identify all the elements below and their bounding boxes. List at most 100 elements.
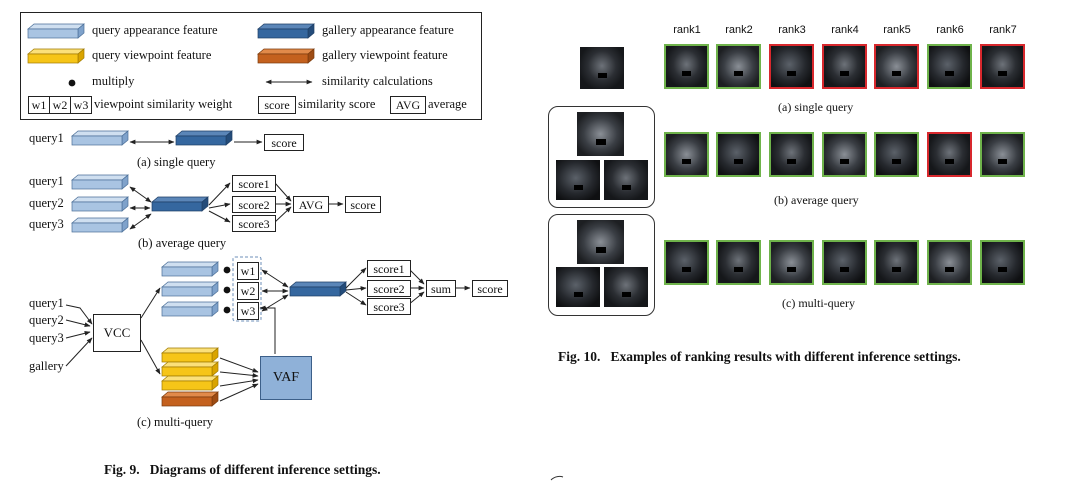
- rank-5-image-c: [874, 240, 919, 285]
- legend-similarity-label: similarity calculations: [322, 74, 433, 88]
- legend-w1-box: w1: [28, 96, 50, 114]
- license-plate-mask: [682, 267, 692, 273]
- legend-avg-label: average: [428, 97, 467, 111]
- rank-3-image-b: [769, 132, 814, 177]
- c-query1-label: query1: [29, 296, 64, 310]
- rank-6-image-c: [927, 240, 972, 285]
- legend-multiply-dot: [68, 79, 76, 87]
- license-plate-mask: [840, 159, 850, 165]
- b-caption: (b) average query: [138, 236, 227, 250]
- b-query1-label: query1: [29, 174, 64, 188]
- b-score-box: score: [345, 196, 381, 213]
- rank-6-image-a: [927, 44, 972, 89]
- license-plate-mask: [734, 71, 744, 77]
- license-plate-mask: [597, 73, 608, 79]
- legend-query-viewpoint-label: query viewpoint feature: [92, 48, 212, 62]
- query-image-average-2: [556, 160, 600, 200]
- license-plate-mask: [734, 159, 744, 165]
- rank-4-image-c: [822, 240, 867, 285]
- a-caption: (a) single query: [137, 155, 216, 169]
- license-plate-mask: [682, 71, 692, 77]
- license-plate-mask: [840, 267, 850, 273]
- fig10-b-caption: (b) average query: [774, 193, 859, 207]
- b-avg-box: AVG: [293, 196, 329, 213]
- c-w2-box: w2: [237, 282, 259, 300]
- fig9-title: Diagrams of different inference settings…: [149, 462, 381, 477]
- rank-header-1: rank1: [673, 24, 701, 36]
- fig10-caption: Fig. 10. Examples of ranking results wit…: [558, 349, 961, 365]
- rank-7-image-a: [980, 44, 1025, 89]
- c-w1-box: w1: [237, 262, 259, 280]
- legend-w3-box: w3: [70, 96, 92, 114]
- rank-2-image-c: [716, 240, 761, 285]
- license-plate-mask: [595, 247, 607, 253]
- b-query2-label: query2: [29, 196, 64, 210]
- fig9-number: Fig. 9.: [104, 462, 140, 477]
- rank-7-image-c: [980, 240, 1025, 285]
- license-plate-mask: [892, 71, 902, 77]
- rank-header-2: rank2: [725, 24, 753, 36]
- rank-1-image-b: [664, 132, 709, 177]
- c-query3-label: query3: [29, 331, 64, 345]
- license-plate-mask: [734, 267, 744, 273]
- legend-query-appearance-swatch: [27, 23, 85, 39]
- c-sum-box: sum: [426, 280, 456, 297]
- rank-1-image-c: [664, 240, 709, 285]
- license-plate-mask: [621, 291, 632, 297]
- legend-box: [20, 12, 482, 120]
- legend-avg-box: AVG: [390, 96, 426, 114]
- license-plate-mask: [840, 71, 850, 77]
- legend-gallery-viewpoint-label: gallery viewpoint feature: [322, 48, 448, 62]
- query-image-multi-2: [556, 267, 600, 307]
- rank-header-5: rank5: [883, 24, 911, 36]
- c-vcc-box: VCC: [93, 314, 141, 352]
- license-plate-mask: [682, 159, 692, 165]
- c-gallery-label: gallery: [29, 359, 64, 373]
- rank-3-image-c: [769, 240, 814, 285]
- fig10-number: Fig. 10.: [558, 349, 601, 364]
- rank-7-image-b: [980, 132, 1025, 177]
- rank-header-3: rank3: [778, 24, 806, 36]
- rank-5-image-a: [874, 44, 919, 89]
- license-plate-mask: [573, 291, 584, 297]
- license-plate-mask: [787, 71, 797, 77]
- query-image-average-3: [604, 160, 648, 200]
- legend-score-label: similarity score: [298, 97, 376, 111]
- a-score-box: score: [264, 134, 304, 151]
- license-plate-mask: [573, 184, 584, 190]
- legend-w2-box: w2: [49, 96, 71, 114]
- query-image-average-1: [577, 112, 624, 156]
- legend-query-appearance-label: query appearance feature: [92, 23, 218, 37]
- license-plate-mask: [945, 71, 955, 77]
- rank-4-image-b: [822, 132, 867, 177]
- legend-query-viewpoint-swatch: [27, 48, 85, 64]
- license-plate-mask: [595, 139, 607, 145]
- rank-4-image-a: [822, 44, 867, 89]
- fig9-caption: Fig. 9. Diagrams of different inference …: [104, 462, 381, 478]
- license-plate-mask: [998, 159, 1008, 165]
- license-plate-mask: [945, 267, 955, 273]
- c-score3-box: score3: [367, 298, 411, 315]
- rank-header-6: rank6: [936, 24, 964, 36]
- query-image-multi-3: [604, 267, 648, 307]
- b-score1-box: score1: [232, 175, 276, 192]
- c-score1-box: score1: [367, 260, 411, 277]
- fig10-c-caption: (c) multi-query: [782, 296, 855, 310]
- rank-header-7: rank7: [989, 24, 1017, 36]
- a-query1-label: query1: [29, 131, 64, 145]
- c-w3-box: w3: [237, 302, 259, 320]
- fig10-a-caption: (a) single query: [778, 100, 854, 114]
- license-plate-mask: [621, 184, 632, 190]
- query-image-single: [580, 47, 624, 89]
- b-score3-box: score3: [232, 215, 276, 232]
- b-score2-box: score2: [232, 196, 276, 213]
- rank-header-4: rank4: [831, 24, 859, 36]
- license-plate-mask: [998, 71, 1008, 77]
- license-plate-mask: [787, 267, 797, 273]
- license-plate-mask: [892, 267, 902, 273]
- rank-2-image-a: [716, 44, 761, 89]
- rank-5-image-b: [874, 132, 919, 177]
- c-score2-box: score2: [367, 280, 411, 297]
- b-query3-label: query3: [29, 217, 64, 231]
- rank-1-image-a: [664, 44, 709, 89]
